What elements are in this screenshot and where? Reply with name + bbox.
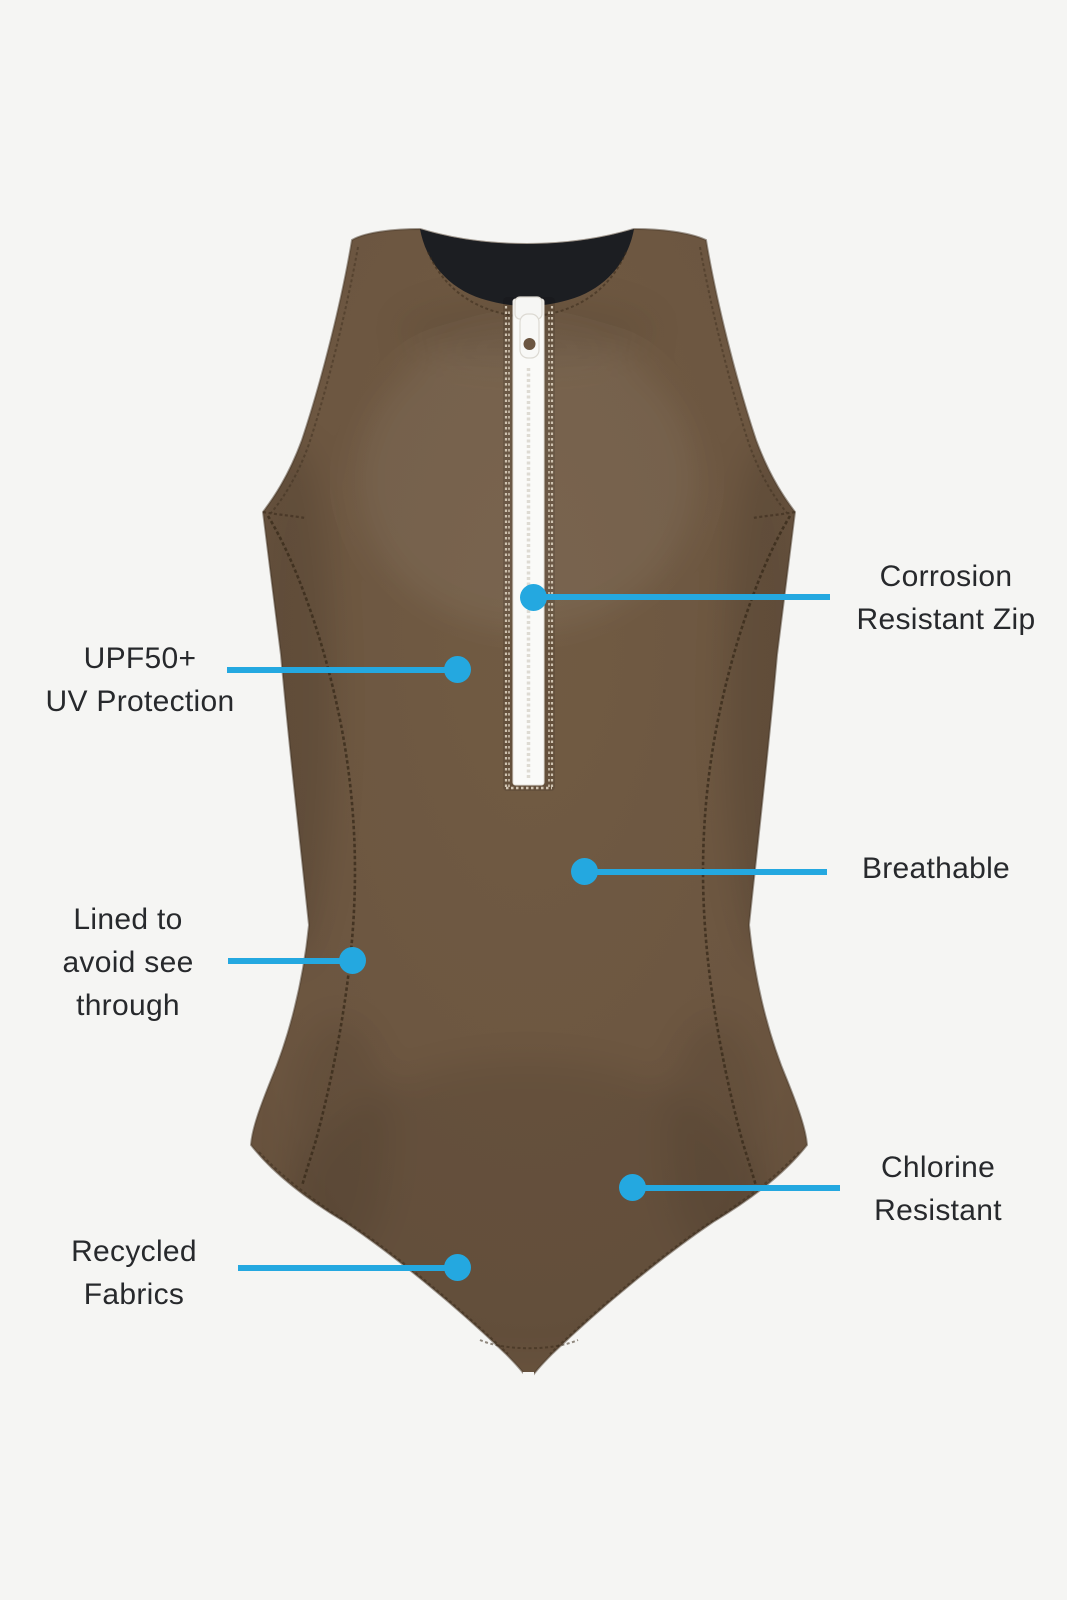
callout-label-line: Resistant — [874, 1194, 1002, 1227]
crotch-notch — [523, 1372, 534, 1383]
callout-line — [238, 1265, 458, 1271]
callout-label: Corrosion Resistant Zip — [836, 555, 1056, 641]
callout-label-line: Resistant Zip — [856, 603, 1036, 636]
callout-label-line: UPF50+ — [83, 642, 197, 675]
callout-label-line: Fabrics — [83, 1278, 185, 1311]
callout-dot — [444, 656, 471, 683]
callout-label-line: through — [76, 989, 180, 1022]
gusset-seam — [479, 1339, 579, 1350]
zipper-pull — [519, 313, 540, 359]
callout-label-line: Chlorine — [880, 1151, 996, 1184]
neck-lining — [420, 229, 634, 306]
armhole-stitch-left — [270, 246, 359, 514]
callout-label: UPF50+ UV Protection — [20, 637, 260, 723]
princess-seam-right — [701, 515, 792, 1187]
callout-label: Lined to avoid see through — [8, 898, 248, 1027]
zipper-tape — [512, 298, 545, 786]
callout-label-line: Lined to — [73, 903, 183, 936]
leg-hem-stitch-right — [549, 1151, 800, 1355]
callout-dot — [520, 584, 547, 611]
callout-label-line: avoid see — [62, 946, 194, 979]
leg-hem-stitch-left — [258, 1151, 509, 1355]
callout-label-line: Breathable — [861, 852, 1011, 885]
callout-dot — [619, 1174, 646, 1201]
callout-dot — [339, 947, 366, 974]
zipper — [503, 296, 555, 791]
armhole-stitch-right — [699, 246, 788, 514]
callout-line — [585, 869, 827, 875]
callout-label: Chlorine Resistant — [838, 1146, 1038, 1232]
armpit-seam-right — [752, 510, 796, 520]
armpit-seam-left — [262, 510, 306, 520]
callout-line — [228, 958, 353, 964]
callout-line — [227, 667, 458, 673]
callout-label-line: Recycled — [71, 1235, 197, 1268]
callout-label: Breathable — [836, 847, 1036, 890]
zipper-pull-hole — [523, 338, 536, 350]
callout-line — [633, 1185, 840, 1191]
callout-label-line: Corrosion — [879, 560, 1013, 593]
callout-label: Recycled Fabrics — [14, 1230, 254, 1316]
callout-label-line: UV Protection — [45, 685, 235, 718]
princess-seam-left — [266, 515, 357, 1187]
callout-line — [533, 594, 830, 600]
callout-dot — [571, 858, 598, 885]
callout-dot — [444, 1254, 471, 1281]
